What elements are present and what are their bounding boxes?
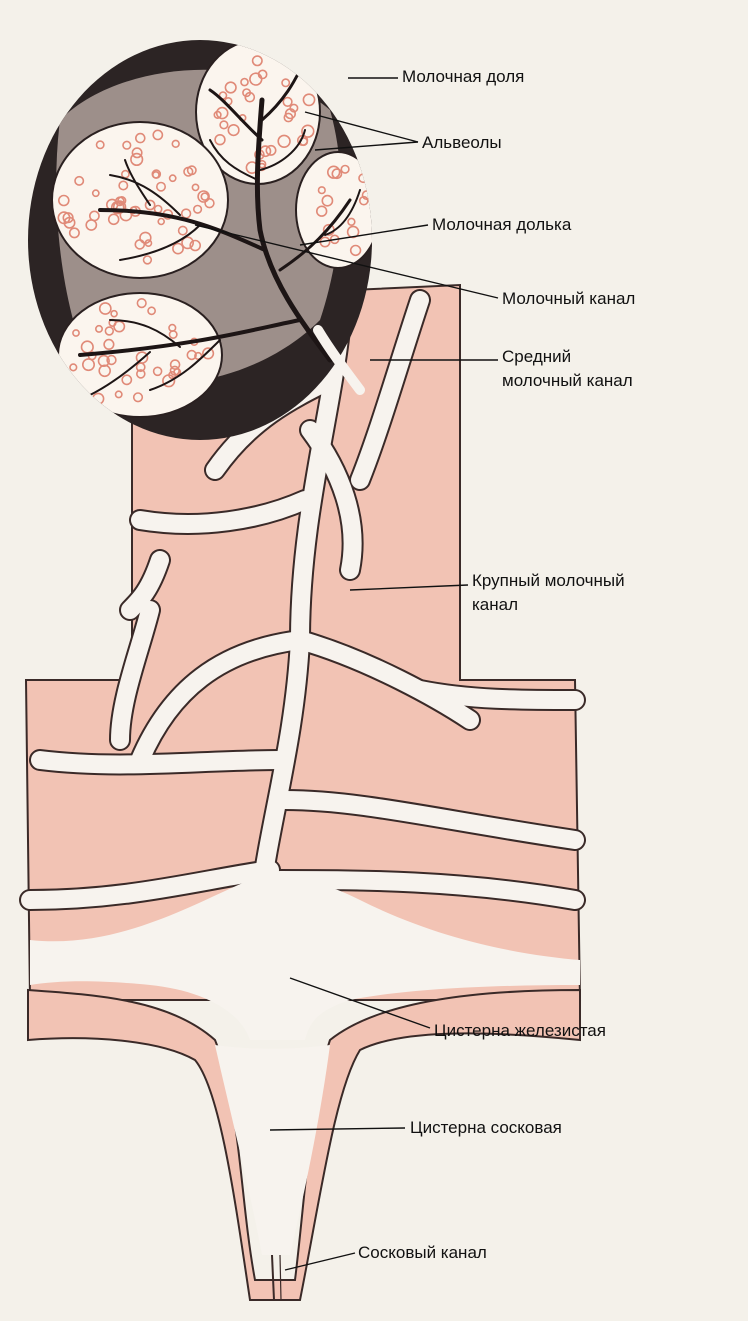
label-middle-duct-2: молочный канал xyxy=(502,371,633,390)
label-middle-duct-1: Средний xyxy=(502,347,571,366)
lobule-left xyxy=(52,122,228,278)
label-teat-canal: Сосковый канал xyxy=(358,1243,487,1262)
label-large-duct-2: канал xyxy=(472,595,518,614)
label-milk-duct: Молочный канал xyxy=(502,289,635,308)
label-large-duct-1: Крупный молочный xyxy=(472,571,625,590)
label-lobule: Молочная долька xyxy=(432,215,572,234)
label-gland-cistern: Цистерна железистая xyxy=(434,1021,606,1040)
label-alveoli: Альвеолы xyxy=(422,133,502,152)
label-teat-cistern: Цистерна сосковая xyxy=(410,1118,562,1137)
label-milk-lobe: Молочная доля xyxy=(402,67,524,86)
